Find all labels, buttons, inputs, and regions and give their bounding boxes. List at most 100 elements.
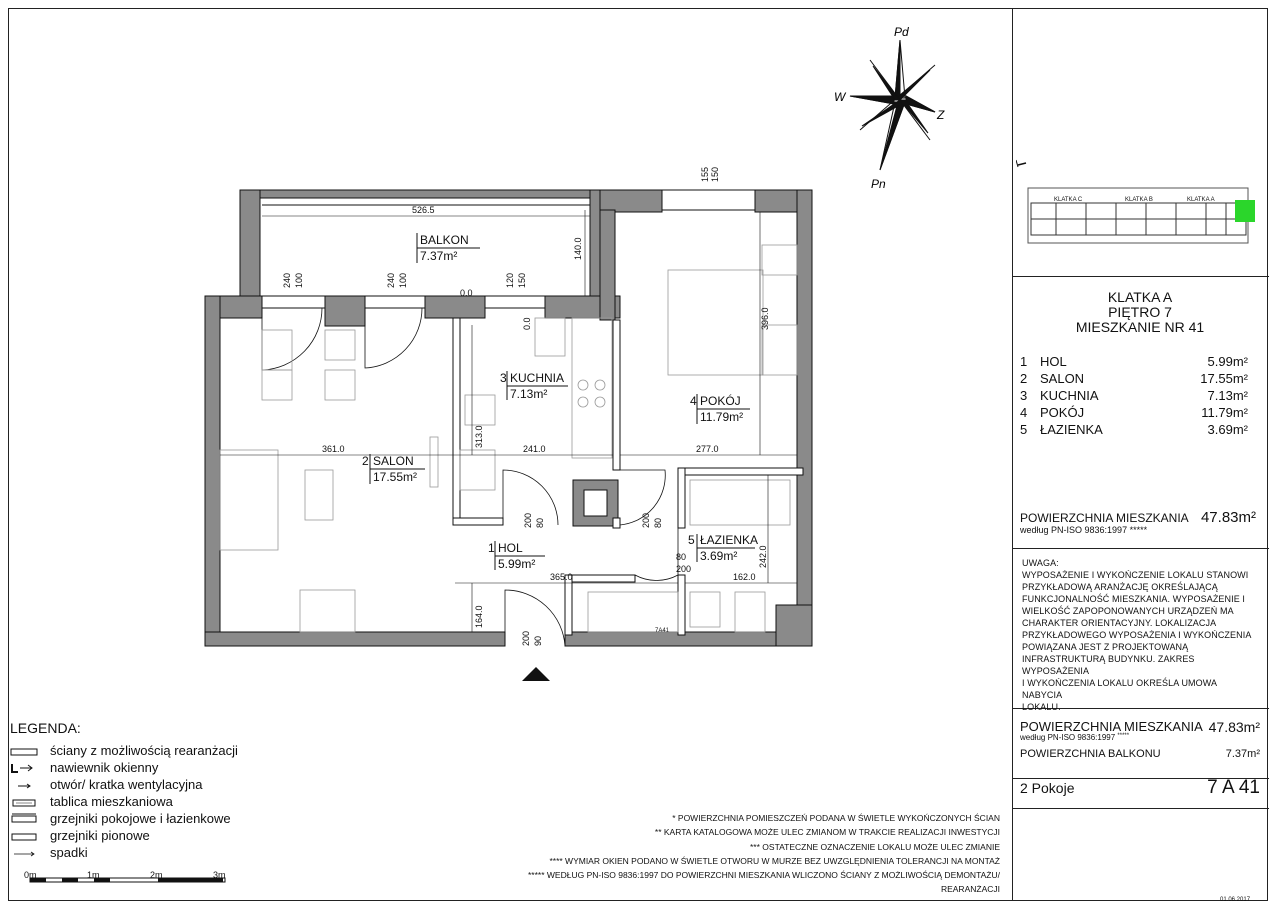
legend-item-label: nawiewnik okienny bbox=[50, 760, 159, 775]
legend-item: grzejniki pokojowe i łazienkowe bbox=[10, 810, 310, 827]
row-area: 11.79m² bbox=[1201, 405, 1248, 420]
window-vent-icon bbox=[10, 762, 40, 774]
dim-window-c-w: 120 bbox=[505, 273, 515, 288]
row-num: 5 bbox=[1020, 422, 1028, 437]
dim-balcony-width: 526.5 bbox=[412, 205, 435, 215]
note-line: CHARAKTER ORIENTACYJNY. LOKALIZACJA bbox=[1022, 618, 1217, 628]
dim-kitchen-width: 241.0 bbox=[523, 444, 546, 454]
note-line: INFRASTRUKTURĄ BUDYNKU. ZAKRES WYPOSAŻEN… bbox=[1022, 654, 1195, 676]
divider bbox=[1013, 708, 1269, 709]
dim-door-room4-w: 80 bbox=[653, 518, 663, 528]
ventilation-icon bbox=[10, 779, 40, 791]
area-summary-2: POWIERZCHNIA MIESZKANIA 47.83m² według P… bbox=[1020, 719, 1260, 760]
legend-item: ściany z możliwością rearanżacji bbox=[10, 742, 310, 759]
room-2-num: 2 bbox=[362, 454, 369, 468]
row-name: ŁAZIENKA bbox=[1040, 422, 1103, 437]
summary2-label: POWIERZCHNIA MIESZKANIA bbox=[1020, 719, 1203, 734]
room-2-area: 17.55m² bbox=[373, 470, 417, 484]
footnote: ***** WEDŁUG PN-ISO 9836:1997 DO POWIERZ… bbox=[528, 870, 1000, 881]
row-num: 2 bbox=[1020, 371, 1028, 386]
divider bbox=[1013, 276, 1269, 277]
footnote: REARANŻACJI bbox=[940, 884, 1000, 895]
note-line: WIELKOŚĆ ZAPOPONOWANYCH URZĄDZEŃ MA bbox=[1022, 606, 1234, 616]
note-block: UWAGA: WYPOSAŻENIE I WYKOŃCZENIE LOKALU … bbox=[1022, 557, 1258, 713]
note-line: PRZYKŁADOWĄ ARANŻACJĘ OKREŚLAJĄCĄ bbox=[1022, 582, 1218, 592]
legend-item: nawiewnik okienny bbox=[10, 759, 310, 776]
area-summary-value: 47.83m² bbox=[1200, 509, 1256, 526]
dim-window-b-w: 100 bbox=[398, 273, 408, 288]
room-1-num: 1 bbox=[488, 541, 495, 555]
summary2-value: 47.83m² bbox=[1208, 719, 1260, 735]
legend-item-label: ściany z możliwością rearanżacji bbox=[50, 743, 238, 758]
compass-east-label: Z bbox=[936, 108, 945, 122]
key-plan: KLATKA C KLATKA B KLATKA A bbox=[1016, 159, 1255, 244]
balcony-area: 7.37m² bbox=[420, 249, 457, 263]
dim-balcony-depth: 140.0 bbox=[573, 237, 583, 260]
keyplan-label-c: KLATKA C bbox=[1054, 197, 1083, 203]
table-row: 5 ŁAZIENKA 3.69m² bbox=[1020, 421, 1248, 438]
legend-item: grzejniki pionowe bbox=[10, 827, 310, 844]
dim-room4-height: 396.0 bbox=[760, 307, 770, 330]
compass-south-label: Pn bbox=[871, 177, 886, 191]
note-line: FUNKCJONALNOŚĆ MIESZKANIA. WYPOSAŻENIE I bbox=[1022, 594, 1246, 604]
legend-title: LEGENDA: bbox=[10, 720, 81, 736]
area-summary-label: POWIERZCHNIA MIESZKANIA bbox=[1020, 511, 1189, 525]
rooms-count: 2 Pokoje bbox=[1020, 780, 1075, 796]
row-area: 3.69m² bbox=[1207, 422, 1248, 437]
partitions bbox=[452, 317, 804, 636]
row-area: 7.13m² bbox=[1207, 388, 1248, 403]
note-line: POWIĄZANA JEST Z PROJEKTOWANĄ bbox=[1022, 642, 1189, 652]
dim-window-c-h: 150 bbox=[517, 273, 527, 288]
floor-plan: Pd Pn W Z bbox=[204, 25, 945, 681]
row-area: 5.99m² bbox=[1207, 354, 1248, 369]
legend-item: tablica mieszkaniowa bbox=[10, 793, 310, 810]
note-title: UWAGA: bbox=[1022, 558, 1059, 568]
room-2-name: SALON bbox=[373, 454, 414, 468]
row-area: 17.55m² bbox=[1200, 371, 1248, 386]
key-plan-highlight bbox=[1235, 200, 1255, 222]
area-summary: POWIERZCHNIA MIESZKANIA według PN-ISO 98… bbox=[1020, 509, 1260, 535]
room-3-num: 3 bbox=[500, 371, 507, 385]
scale-label-1: 1m bbox=[87, 870, 100, 880]
dim-hall-width: 365.0 bbox=[550, 572, 573, 582]
keyplan-label-b: KLATKA B bbox=[1125, 197, 1153, 203]
furniture bbox=[219, 244, 798, 633]
scale-bar bbox=[29, 877, 226, 883]
apartment-header: KLATKA A PIĘTRO 7 MIESZKANIE NR 41 bbox=[1040, 290, 1240, 335]
note-line: LOKALU. bbox=[1022, 702, 1061, 712]
room-4-name: POKÓJ bbox=[700, 393, 741, 408]
dim-bath-height: 242.0 bbox=[758, 545, 768, 568]
radiator-icon bbox=[10, 813, 40, 825]
note-line: PRZYKŁADOWEGO WYPOSAŻENIA I WYKOŃCZENIA bbox=[1022, 630, 1252, 640]
dim-kitchen-depth: 313.0 bbox=[474, 425, 484, 448]
legend-item-label: spadki bbox=[50, 845, 88, 860]
dim-door-room4-h: 200 bbox=[641, 513, 651, 528]
dim-window-b-h: 240 bbox=[386, 273, 396, 288]
dim-salon-width: 361.0 bbox=[322, 444, 345, 454]
balcony-area-label: POWIERZCHNIA BALKONU bbox=[1020, 748, 1161, 760]
room-5-area: 3.69m² bbox=[700, 549, 737, 563]
scale-label-2: 2m bbox=[150, 870, 163, 880]
compass-rose bbox=[849, 39, 936, 171]
entrance-arrow-icon bbox=[522, 667, 550, 681]
dim-room4-width: 277.0 bbox=[696, 444, 719, 454]
header-line-3: MIESZKANIE NR 41 bbox=[1075, 319, 1205, 335]
dim-window-a-h: 240 bbox=[282, 273, 292, 288]
dim-door-kitchen-w: 80 bbox=[535, 518, 545, 528]
legend-item-label: grzejniki pionowe bbox=[50, 828, 150, 843]
vertical-radiator-icon bbox=[10, 830, 40, 842]
footnote: * POWIERZCHNIA POMIESZCZEŃ PODANA W ŚWIE… bbox=[672, 813, 1000, 823]
legend: LEGENDA: ściany z możliwością rearanżacj… bbox=[10, 720, 310, 861]
divider bbox=[1013, 808, 1269, 809]
divider bbox=[1013, 548, 1269, 549]
legend-item: otwór/ kratka wentylacyjna bbox=[10, 776, 310, 793]
note-line: WYPOSAŻENIE I WYKOŃCZENIE LOKALU STANOWI bbox=[1022, 570, 1249, 580]
dim-door-bath-h: 200 bbox=[676, 564, 691, 574]
legend-item-label: tablica mieszkaniowa bbox=[50, 794, 173, 809]
room-4-num: 4 bbox=[690, 394, 697, 408]
header-line-1: KLATKA A bbox=[1107, 289, 1173, 305]
